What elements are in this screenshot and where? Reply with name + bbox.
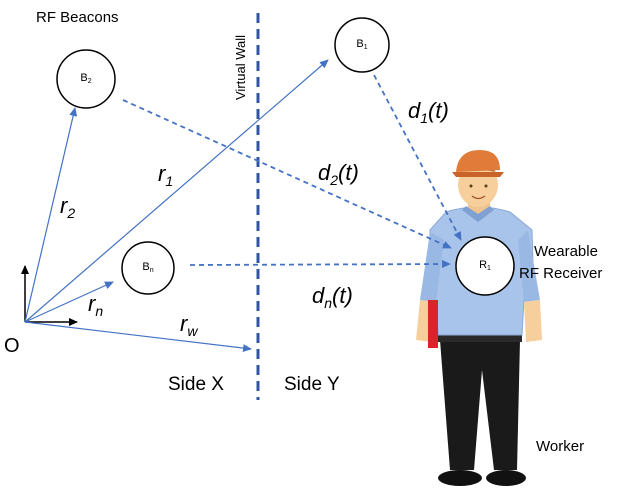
vector-r2 [24, 107, 78, 323]
receiver-label-line2: RF Receiver [519, 265, 603, 282]
virtual-wall-label: Virtual Wall [233, 34, 248, 100]
side-y-label: Side Y [284, 374, 340, 395]
vector-r1 [24, 59, 329, 323]
rf-beacons-label: RF Beacons [36, 9, 119, 26]
vector-r1-label: r1 [158, 161, 174, 189]
distance-d2-label: d2(t) [318, 160, 359, 188]
distance-dn-label: dn(t) [312, 283, 353, 311]
beacon-b1-circle [334, 17, 390, 73]
worker-label: Worker [536, 438, 585, 455]
beacon-bn-label: Bn [142, 261, 154, 274]
beacon-b1-label: B1 [356, 38, 368, 51]
receiver-r1-circle [455, 236, 515, 296]
distance-line-dn [189, 260, 451, 269]
worker-figure [416, 150, 542, 486]
receiver-r1-label: R1 [479, 259, 491, 272]
receiver-label-line1: Wearable [534, 243, 598, 260]
vector-rw [24, 321, 252, 353]
distance-line-d2 [122, 99, 452, 249]
vector-rn [24, 281, 114, 323]
side-x-label: Side X [168, 374, 224, 395]
beacon-b2-circle [56, 49, 116, 109]
distance-d1-label: d1(t) [408, 98, 449, 126]
beacon-bn-circle [121, 241, 175, 295]
vector-rn-label: rn [88, 291, 104, 319]
beacon-b2-label: B2 [80, 72, 92, 85]
vector-rw-label: rw [180, 311, 198, 339]
vector-r2-label: r2 [60, 193, 76, 221]
distance-line-d1 [373, 74, 462, 241]
origin-label: O [4, 335, 20, 357]
